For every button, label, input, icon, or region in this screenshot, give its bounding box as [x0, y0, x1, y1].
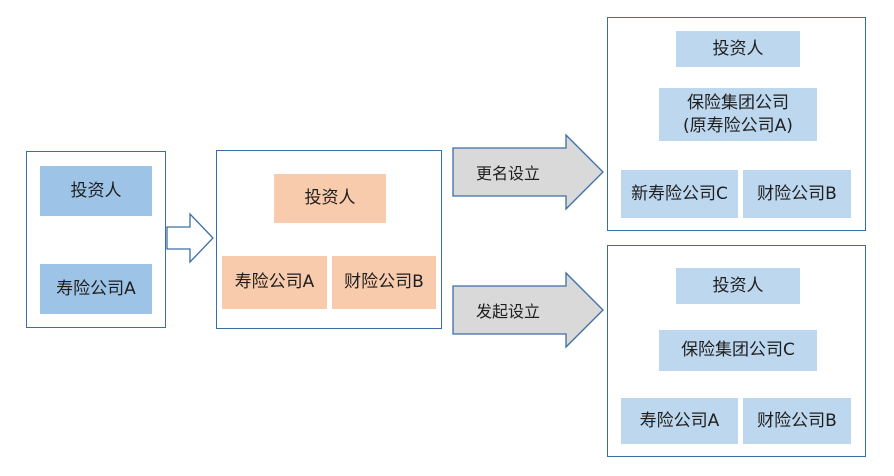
node-label-line2: (原寿险公司A) [683, 115, 793, 136]
node-life-insurer-a: 寿险公司A [40, 264, 152, 314]
node-investor: 投资人 [274, 174, 386, 223]
node-label: 投资人 [304, 188, 356, 209]
rename-label: 更名设立 [475, 164, 540, 183]
node-label: 财险公司B [757, 410, 837, 431]
node-label: 新寿险公司C [631, 183, 728, 204]
node-label: 寿险公司A [56, 278, 136, 299]
node-label: 财险公司B [757, 183, 837, 204]
node-investor: 投资人 [40, 166, 152, 216]
node-new-life-insurer-c: 新寿险公司C [621, 170, 738, 218]
transition-arrow [166, 212, 214, 264]
node-label: 投资人 [712, 38, 764, 59]
node-label-line1: 保险集团公司 [687, 92, 789, 113]
node-insurance-group: 保险集团公司 (原寿险公司A) [659, 88, 817, 141]
node-insurance-group-c: 保险集团公司C [659, 330, 817, 371]
node-life-insurer-a: 寿险公司A [222, 256, 327, 309]
node-investor: 投资人 [676, 31, 800, 67]
node-investor: 投资人 [676, 268, 800, 304]
node-label: 保险集团公司C [681, 340, 795, 361]
node-label: 寿险公司A [639, 410, 720, 431]
node-label: 投资人 [70, 180, 122, 201]
node-property-insurer-b: 财险公司B [743, 170, 851, 218]
node-label: 投资人 [712, 275, 764, 296]
initiate-label: 发起设立 [475, 302, 540, 321]
node-property-insurer-b: 财险公司B [743, 398, 851, 444]
node-life-insurer-a: 寿险公司A [621, 398, 738, 444]
node-label: 寿险公司A [234, 272, 315, 293]
node-label: 财险公司B [344, 272, 424, 293]
node-property-insurer-b: 财险公司B [332, 256, 436, 309]
